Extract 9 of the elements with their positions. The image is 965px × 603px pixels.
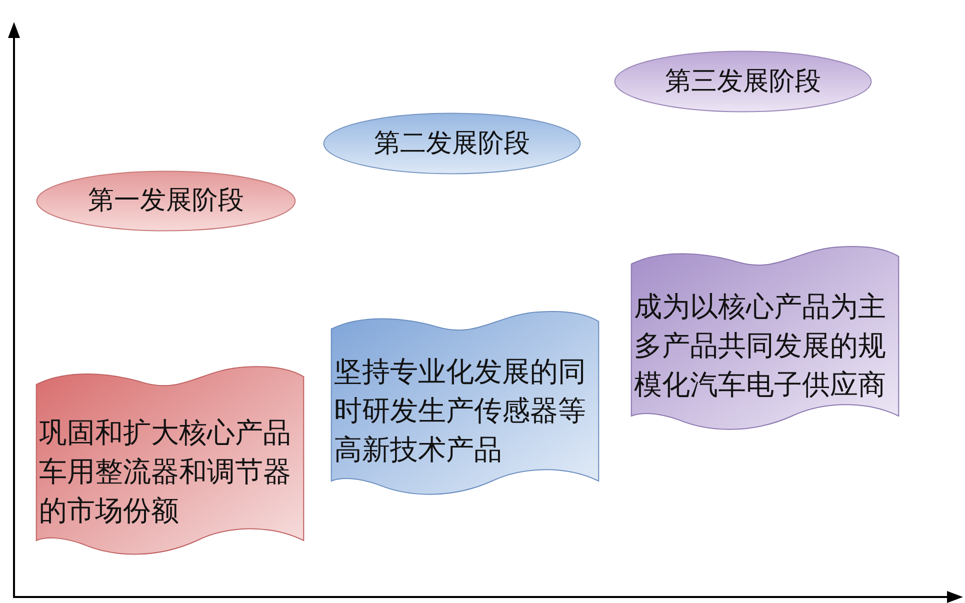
stage-ellipse xyxy=(613,50,873,113)
banner-text: 坚持专业化发展的同时研发生产传感器等高新技术产品 xyxy=(334,354,587,468)
banner-text: 成为以核心产品为主多产品共同发展的规模化汽车电子供应商 xyxy=(634,289,887,404)
stage-ellipse xyxy=(322,112,582,175)
stage-title: 第三发展阶段 xyxy=(664,66,822,98)
stage-title: 第二发展阶段 xyxy=(373,128,531,160)
stage-ellipse xyxy=(35,170,297,232)
stage-title: 第一发展阶段 xyxy=(87,185,245,217)
banner-text: 巩固和扩大核心产品车用整流器和调节器的市场份额 xyxy=(39,415,292,530)
